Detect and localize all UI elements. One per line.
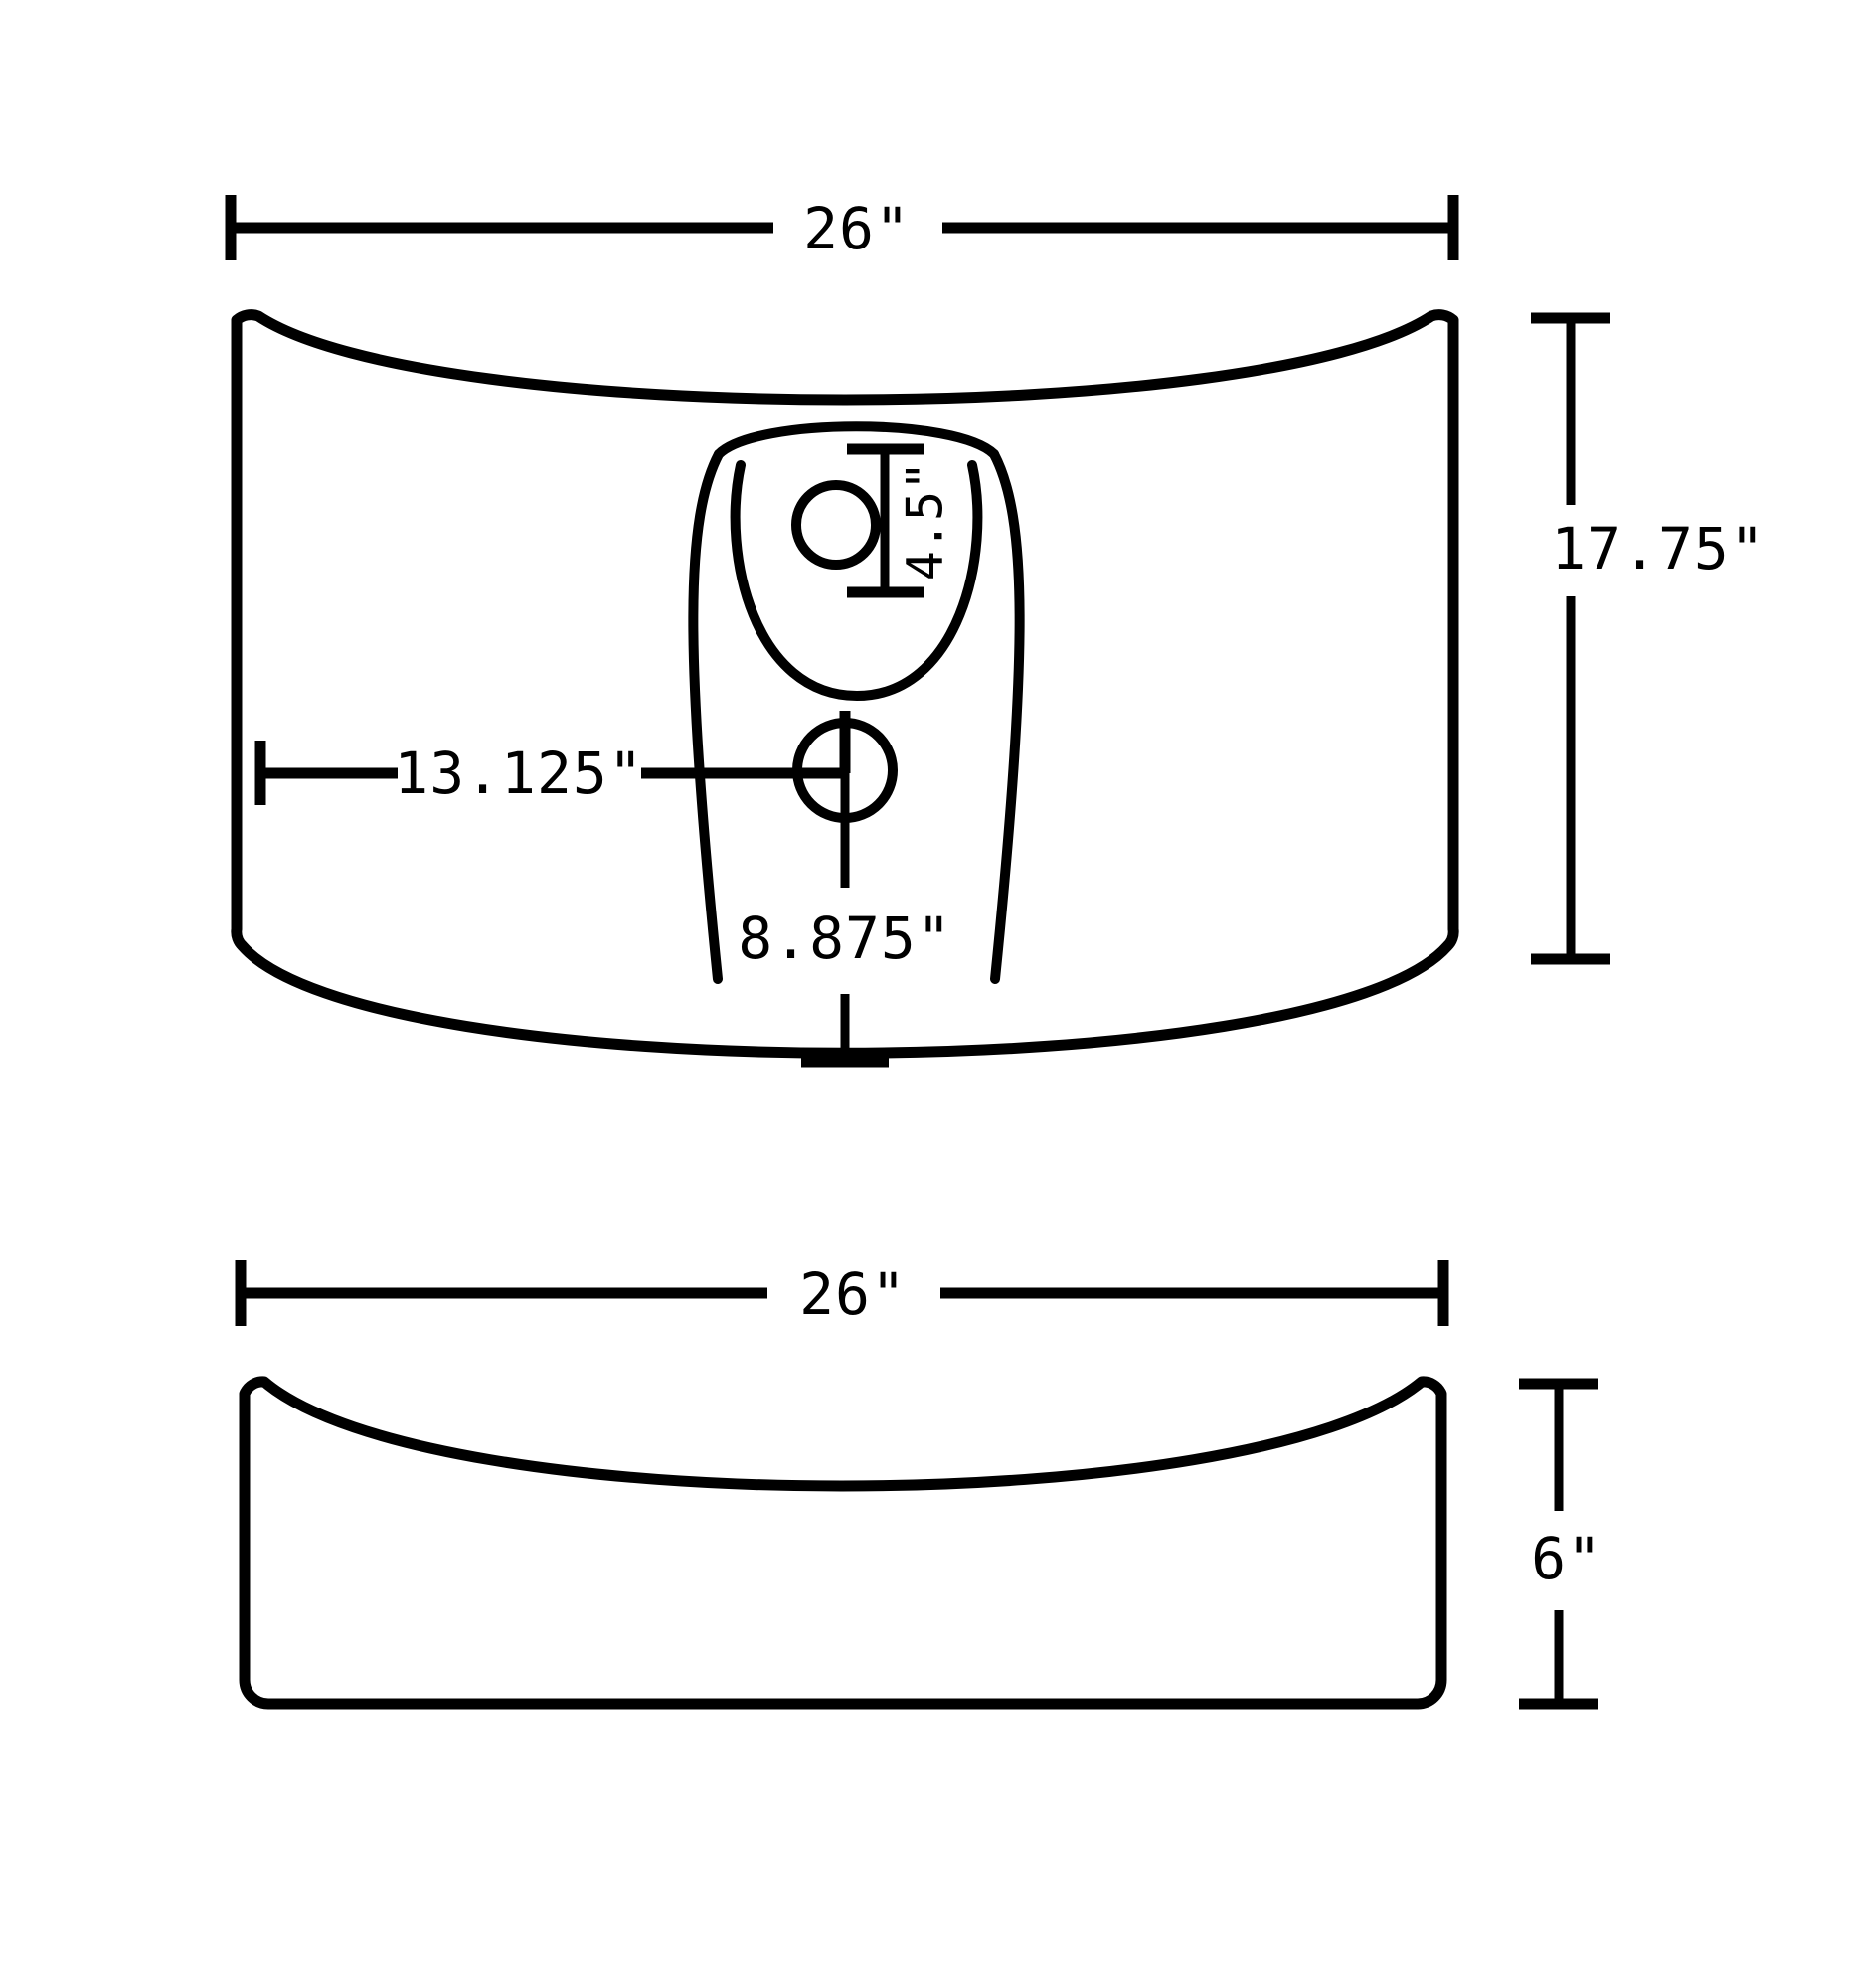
basin-outer-right-arc <box>989 449 1025 984</box>
dimension-label-front-height: 6" <box>1531 1525 1602 1592</box>
dimension-label-faucet-offset: 4.5" <box>897 461 954 580</box>
faucet-hole-icon <box>791 480 881 570</box>
basin-outer-top-arc <box>714 421 999 459</box>
dimension-label-drain-from-left: 13.125" <box>394 740 643 807</box>
dimension-front-width: 26" <box>235 1260 1449 1328</box>
dimension-label-drain-from-bottom: 8.875" <box>738 905 952 972</box>
dimension-front-height: 6" <box>1519 1378 1602 1710</box>
dimension-top-depth: 17.75" <box>1531 312 1765 965</box>
dimension-top-width: 26" <box>225 195 1459 262</box>
front-view-sink-outline <box>239 1376 1447 1710</box>
top-view-sink-outline <box>231 309 1459 1059</box>
dimension-drain-from-left: 13.125" <box>254 711 851 807</box>
dimension-label-top-depth: 17.75" <box>1551 515 1765 582</box>
basin-outer-left-arc <box>688 449 724 984</box>
faucet-hole-group: 4.5" <box>791 443 954 598</box>
dimension-label-front-width: 26" <box>799 1260 907 1328</box>
dimension-label-top-width: 26" <box>803 195 911 262</box>
basin-bowl <box>688 421 1025 984</box>
basin-inner-lip <box>730 460 983 701</box>
dimension-drain-from-bottom: 8.875" <box>738 770 952 1068</box>
